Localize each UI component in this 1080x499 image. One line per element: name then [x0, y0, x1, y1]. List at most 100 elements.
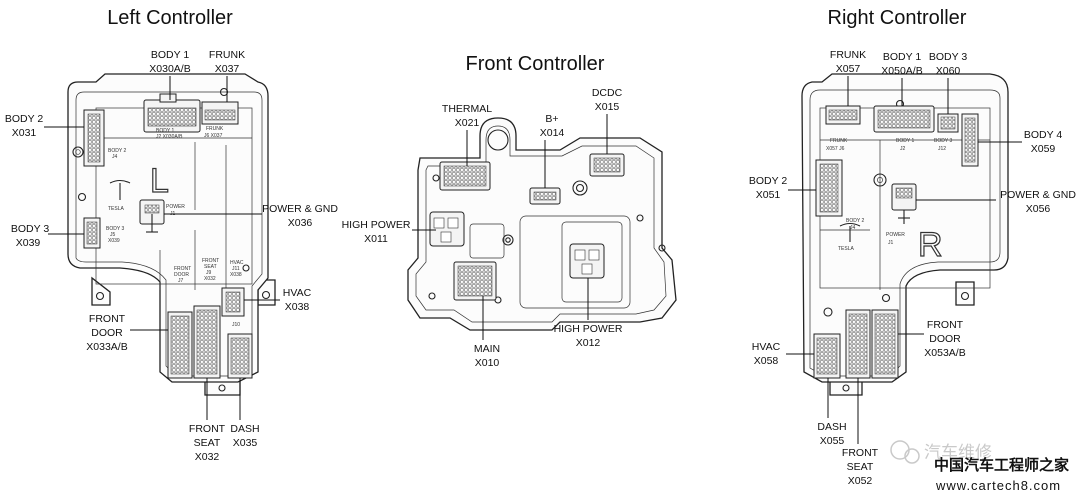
front-controller-drawing [407, 117, 677, 331]
left-frunk-label: FRUNK [209, 49, 245, 61]
left-body3-code: X039 [16, 237, 41, 249]
left-board-frontdoor-j7: J7 [178, 278, 184, 284]
right-front-seat-code: X052 [848, 475, 873, 487]
left-board-body1-j2: J2 X030A/B [156, 134, 183, 140]
right-callouts: FRUNK X057 BODY 1 X050A/B BODY 3 X060 BO… [749, 49, 1076, 487]
left-board-body3-x039: X039 [108, 238, 120, 244]
left-front-door-code: X033A/B [86, 341, 127, 353]
right-hvac-label: HVAC [752, 341, 781, 353]
front-main-label: MAIN [474, 343, 500, 355]
front-high-power-left-label: HIGH POWER [342, 219, 411, 231]
left-board-body3-j5: J5 [110, 232, 116, 238]
right-board-letter: R [918, 226, 943, 264]
right-front-seat-label-2: SEAT [847, 461, 874, 473]
right-front-door-label-2: DOOR [929, 333, 961, 345]
left-body1-label: BODY 1 [151, 49, 189, 61]
right-body2-code: X051 [756, 189, 781, 201]
left-controller-drawing: L TESLA FRUNK J6 X037 BODY 1 J2 X030A/B … [67, 73, 276, 396]
left-frunk-code: X037 [215, 63, 240, 75]
right-board-body1: BODY 1 [896, 138, 914, 144]
right-controller-drawing: R TESLA FRUNK X057 J6 BODY 1 J2 BODY 3 J… [801, 73, 1009, 396]
left-board-body2-j4: J4 [112, 154, 118, 160]
left-hvac-label: HVAC [283, 287, 312, 299]
left-board-dash-j10: J10 [232, 322, 240, 328]
left-board-letter: L [150, 162, 169, 200]
front-controller-title: Front Controller [466, 53, 605, 75]
left-controller-title: Left Controller [107, 7, 233, 29]
right-board-power: POWER [886, 232, 905, 238]
left-hvac-code: X038 [285, 301, 310, 313]
left-front-seat-code: X032 [195, 451, 220, 463]
front-bplus-label: B+ [545, 113, 558, 125]
right-frunk-label: FRUNK [830, 49, 866, 61]
watermark-brand: 汽车维修 [924, 443, 992, 462]
right-controller-title: Right Controller [828, 7, 967, 29]
front-high-power-right-code: X012 [576, 337, 601, 349]
left-body2-code: X031 [12, 127, 37, 139]
left-board-hvac: HVAC [230, 260, 244, 266]
left-board-hvac-j11: J11 [232, 266, 240, 272]
right-power-gnd-code: X056 [1026, 203, 1051, 215]
right-board-tesla: TESLA [838, 246, 855, 252]
wechat-icon [890, 440, 910, 460]
right-dash-label: DASH [817, 421, 846, 433]
left-board-frontseat: FRONT [202, 258, 219, 264]
right-frunk-code: X057 [836, 63, 861, 75]
right-board-power-j1: J1 [888, 240, 894, 246]
right-board-body2-j4: J4 [850, 225, 856, 231]
left-board-frontseat-j9: J9 [206, 270, 212, 276]
right-front-seat-label-1: FRONT [842, 447, 879, 459]
right-dash-code: X055 [820, 435, 845, 447]
right-hvac-code: X058 [754, 355, 779, 367]
right-body3-label: BODY 3 [929, 51, 967, 63]
right-board-body3-j12: J12 [938, 146, 946, 152]
left-board-body2: BODY 2 [108, 148, 126, 154]
left-dash-code: X035 [233, 437, 258, 449]
right-board-body1-j2: J2 [900, 146, 906, 152]
right-front-door-code: X053A/B [924, 347, 965, 359]
left-front-door-label-2: DOOR [91, 327, 123, 339]
front-high-power-right-label: HIGH POWER [554, 323, 623, 335]
left-front-seat-label-1: FRONT [189, 423, 226, 435]
left-body3-label: BODY 3 [11, 223, 49, 235]
left-board-body3: BODY 3 [106, 226, 124, 232]
right-body4-code: X059 [1031, 143, 1056, 155]
left-board-hvac-x038: X038 [230, 272, 242, 278]
left-board-frontseat-x032: X032 [204, 276, 216, 282]
watermark-url: www.cartech8.com [935, 478, 1061, 493]
front-bplus-code: X014 [540, 127, 565, 139]
left-board-frunk-j6: J6 X037 [204, 133, 223, 139]
front-thermal-label: THERMAL [442, 103, 492, 115]
left-body1-code: X030A/B [149, 63, 190, 75]
left-board-tesla: TESLA [108, 206, 125, 212]
right-board-body3: BODY 3 [934, 138, 952, 144]
watermark-cn: 中国汽车工程师之家 [934, 456, 1069, 474]
front-high-power-left-code: X011 [364, 233, 388, 245]
left-callouts: BODY 1 X030A/B FRUNK X037 BODY 2 X031 BO… [5, 49, 338, 463]
right-power-gnd-label: POWER & GND [1000, 189, 1076, 201]
right-front-door-label-1: FRONT [927, 319, 964, 331]
left-dash-label: DASH [230, 423, 259, 435]
left-board-body1: BODY 1 [156, 128, 174, 134]
left-board-frunk: FRUNK [206, 126, 224, 132]
right-body1-label: BODY 1 [883, 51, 921, 63]
left-front-seat-label-2: SEAT [194, 437, 221, 449]
left-body2-label: BODY 2 [5, 113, 43, 125]
right-board-body2: BODY 2 [846, 218, 864, 224]
watermark: 汽车维修 中国汽车工程师之家 www.cartech8.com [890, 440, 1069, 493]
left-board-frontdoor: FRONT [174, 266, 191, 272]
front-dcdc-code: X015 [595, 101, 620, 113]
front-dcdc-label: DCDC [592, 87, 623, 99]
left-board-frontseat-2: SEAT [204, 264, 217, 270]
left-board-power: POWER [166, 204, 185, 210]
right-board-frunk: FRUNK [830, 138, 848, 144]
left-front-door-label-1: FRONT [89, 313, 126, 325]
front-thermal-code: X021 [455, 117, 480, 129]
right-body4-label: BODY 4 [1024, 129, 1062, 141]
front-main-code: X010 [475, 357, 500, 369]
front-callouts: THERMAL X021 B+ X014 DCDC X015 HIGH POWE… [342, 87, 623, 369]
left-board-frontdoor-2: DOOR [174, 272, 189, 278]
left-power-gnd-label: POWER & GND [262, 203, 338, 215]
right-body3-code: X060 [936, 65, 961, 77]
